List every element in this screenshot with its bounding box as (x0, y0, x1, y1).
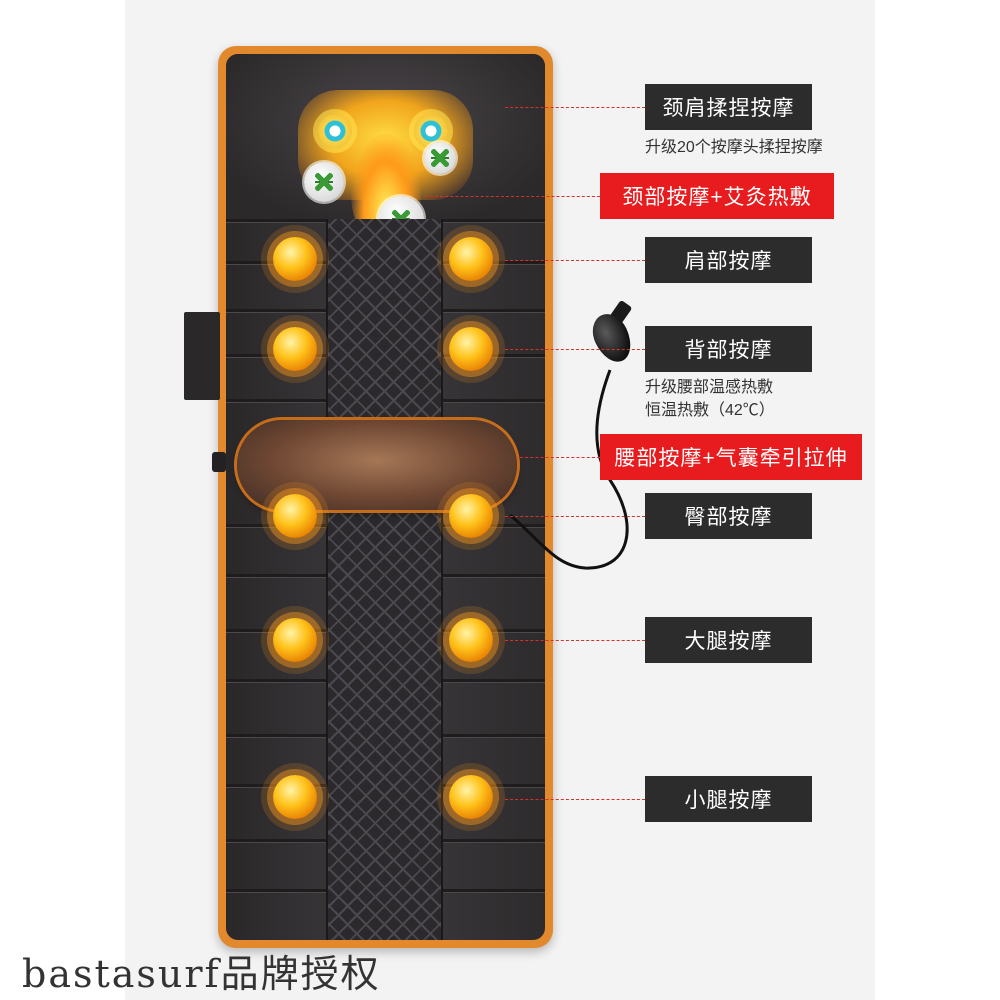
kneading-roller-icon (318, 114, 352, 148)
massage-node-icon (449, 775, 493, 819)
label-back-sub: 恒温热敷（42℃） (645, 402, 775, 419)
massage-node-icon (449, 494, 493, 538)
label-neck-heat: 颈部按摩+艾灸热敷 (600, 173, 834, 219)
massage-node-icon (273, 618, 317, 662)
label-neck-shoulder-sub: 升级20个按摩头揉捏按摩 (645, 139, 823, 156)
label-thigh: 大腿按摩 (645, 617, 812, 663)
massage-node-icon (449, 327, 493, 371)
leader-line (505, 349, 645, 350)
leader-line (505, 516, 645, 517)
label-calf: 小腿按摩 (645, 776, 812, 822)
label-waist: 腰部按摩+气囊牵引拉伸 (600, 434, 862, 480)
spine-quilted-strip (326, 219, 443, 940)
leader-line (505, 260, 645, 261)
leader-line (505, 107, 645, 108)
label-back: 背部按摩 (645, 326, 812, 372)
connector-knob (212, 452, 226, 472)
label-back-sub: 升级腰部温感热敷 (645, 379, 774, 396)
controller-pouch (184, 312, 220, 400)
label-shoulder: 肩部按摩 (645, 237, 812, 283)
label-neck-shoulder: 颈肩揉捏按摩 (645, 84, 812, 130)
massage-node-icon (273, 237, 317, 281)
brand-watermark: bastasurf品牌授权 (22, 952, 381, 996)
leader-line (425, 196, 600, 197)
air-hose (509, 369, 629, 570)
massage-node-icon (449, 237, 493, 281)
massage-node-icon (273, 494, 317, 538)
leader-line (505, 640, 645, 641)
moxa-herb-icon (304, 162, 344, 202)
massage-node-icon (273, 775, 317, 819)
moxa-herb-icon (424, 142, 456, 174)
leader-line (505, 799, 645, 800)
massage-node-icon (273, 327, 317, 371)
massage-node-icon (449, 618, 493, 662)
leader-line (520, 457, 600, 458)
label-hip: 臀部按摩 (645, 493, 812, 539)
